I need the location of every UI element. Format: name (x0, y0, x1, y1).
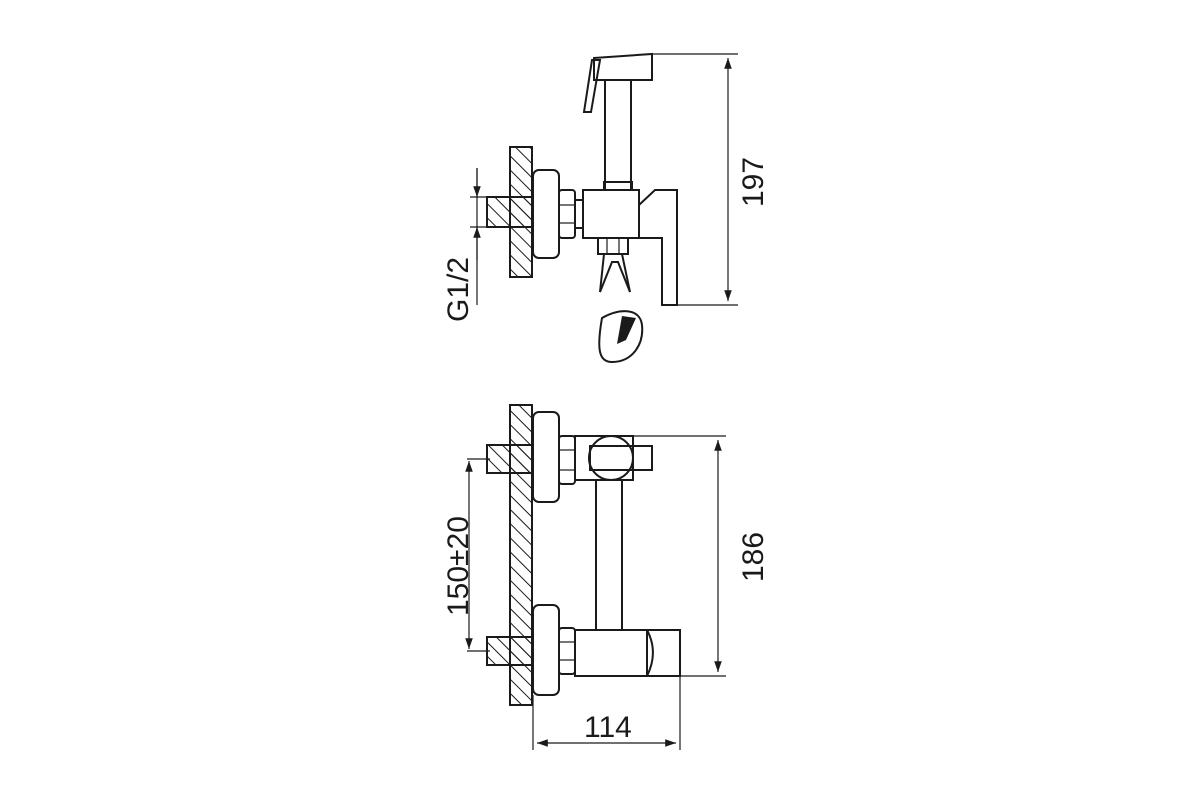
depth-label: 114 (584, 711, 632, 744)
wall-section (509, 404, 533, 706)
lever (645, 629, 681, 677)
holder (593, 52, 653, 81)
valve-body (574, 629, 648, 677)
escutcheon-bottom (532, 604, 560, 696)
nut-bottom (558, 627, 576, 675)
hose-outlet (599, 253, 631, 293)
height-front-label: 186 (737, 532, 770, 582)
thread-label: G1/2 (442, 257, 475, 322)
side-view: G1/2 197 (442, 52, 770, 364)
escutcheon-top (532, 411, 560, 503)
hex-nut (558, 189, 576, 239)
front-view: 150±20 186 114 (442, 404, 770, 750)
body-top (574, 435, 634, 481)
inlet-pipe-bottom (486, 636, 534, 666)
inlet-pipe-top (486, 444, 534, 474)
lever (638, 189, 678, 306)
vertical-pipe (604, 79, 632, 191)
spray-head (598, 310, 644, 364)
vertical-pipe (595, 479, 623, 631)
spacing-label: 150±20 (442, 516, 475, 616)
bottom-nut (597, 237, 629, 255)
hand-shower (582, 59, 602, 113)
valve-body (582, 189, 640, 239)
height-side-label: 197 (737, 157, 770, 207)
wall-pipe (486, 196, 534, 228)
holder-ring (588, 435, 634, 481)
holder-bar (589, 445, 653, 471)
nut-top (558, 435, 576, 485)
escutcheon (532, 169, 560, 259)
spray-nozzle (617, 316, 636, 344)
connector (574, 199, 584, 229)
